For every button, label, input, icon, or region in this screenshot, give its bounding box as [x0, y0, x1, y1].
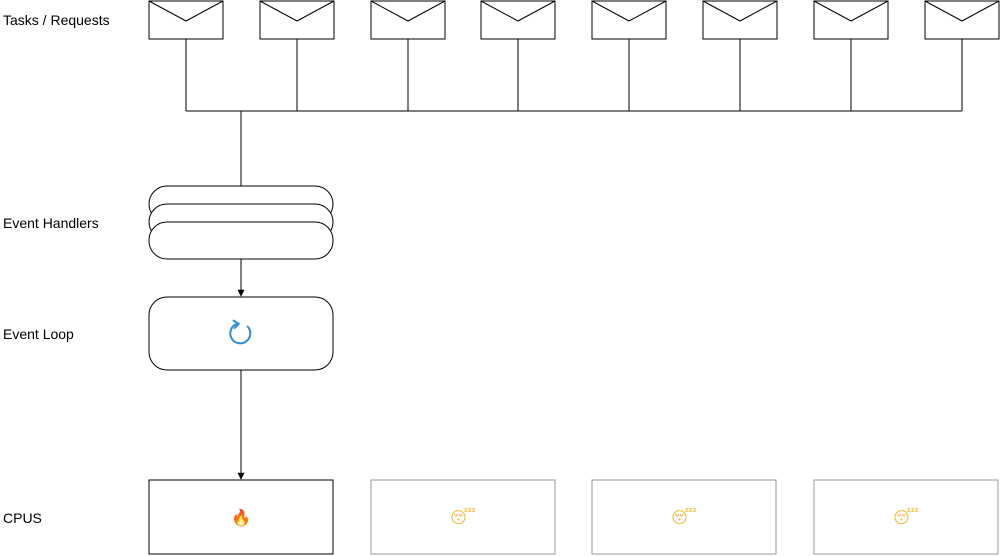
cpu-box-busy: 🔥	[148, 479, 334, 555]
cpus-group: 🔥 😴 😴 😴	[148, 479, 999, 555]
cpus-label: CPUS	[3, 510, 42, 526]
cpu-box-idle: 😴	[370, 479, 556, 555]
event-handlers-stack	[148, 185, 334, 260]
sleeping-face-emoji-icon: 😴	[671, 508, 697, 527]
event-loop-box	[148, 296, 334, 371]
cpu-box-idle: 😴	[813, 479, 999, 555]
cpu-box-idle: 😴	[591, 479, 777, 555]
envelope-icon	[148, 0, 224, 40]
sleeping-face-emoji-icon: 😴	[893, 508, 919, 527]
envelope-icon	[702, 0, 778, 40]
event-loop-label: Event Loop	[3, 326, 74, 342]
envelope-icon	[480, 0, 556, 40]
envelope-icon	[924, 0, 1000, 40]
envelope-icon	[813, 0, 889, 40]
sleeping-face-emoji-icon: 😴	[450, 508, 476, 527]
event-handler-shape	[148, 221, 334, 260]
refresh-icon	[229, 319, 252, 345]
event-handlers-label: Event Handlers	[3, 215, 99, 231]
envelope-icon	[591, 0, 667, 40]
envelope-icon	[370, 0, 446, 40]
fire-emoji-icon: 🔥	[231, 508, 251, 527]
task-envelopes-group	[148, 0, 1000, 112]
envelope-icon	[259, 0, 335, 40]
tasks-requests-label: Tasks / Requests	[3, 12, 110, 28]
